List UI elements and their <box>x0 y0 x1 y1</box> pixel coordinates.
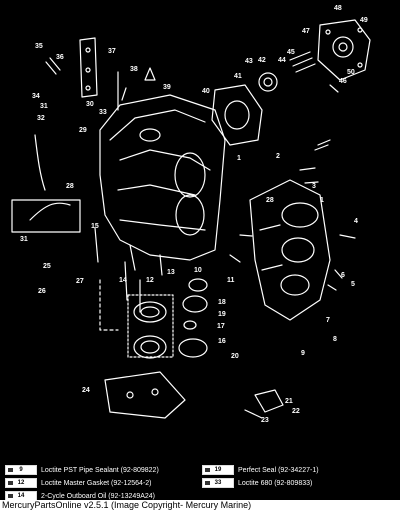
legend-item: 33 Loctite 680 (92-809833) <box>202 477 312 489</box>
callout: 48 <box>334 5 342 12</box>
callout: 7 <box>326 317 330 324</box>
tube-icon: 33 <box>202 478 234 488</box>
gasket <box>211 84 263 146</box>
tube-icon: 19 <box>202 465 234 475</box>
callout: 31 <box>20 236 28 243</box>
legend-label: Perfect Seal (92-34227-1) <box>238 466 319 474</box>
callout: 49 <box>360 17 368 24</box>
exploded-parts-diagram <box>0 0 400 460</box>
sealant-legend: 9 Loctite PST Pipe Sealant (92-809822) 1… <box>0 460 400 500</box>
callout: 29 <box>79 127 87 134</box>
base-plate <box>104 371 186 419</box>
callout: 8 <box>333 336 337 343</box>
seals <box>127 278 208 359</box>
bracket <box>79 37 98 98</box>
callout: 21 <box>285 398 293 405</box>
tube-icon: 9 <box>5 465 37 475</box>
guide-lines <box>99 279 119 331</box>
legend-label: Loctite 680 (92-809833) <box>238 479 313 487</box>
legend-item: 12 Loctite Master Gasket (92-12564-2) <box>5 477 152 489</box>
legend-label: Loctite Master Gasket (92-12564-2) <box>41 479 152 487</box>
legend-item: 14 2-Cycle Outboard Oil (92-13249A24) <box>5 490 155 500</box>
cover-plate <box>317 19 371 81</box>
callout: 1 <box>237 155 241 162</box>
callout: 6 <box>341 272 345 279</box>
callout: 3 <box>312 183 316 190</box>
callout: 13 <box>167 269 175 276</box>
sensor-wire <box>34 134 46 191</box>
legend-item: 19 Perfect Seal (92-34227-1) <box>202 464 319 476</box>
callout: 2 <box>276 153 280 160</box>
callout: 43 <box>245 58 253 65</box>
callout: 1 <box>320 197 324 204</box>
callout: 16 <box>218 338 226 345</box>
callout: 14 <box>119 277 127 284</box>
callout: 37 <box>108 48 116 55</box>
callout: 23 <box>261 417 269 424</box>
callout: 15 <box>91 223 99 230</box>
callout: 25 <box>43 263 51 270</box>
callout: 11 <box>227 277 235 284</box>
callout: 40 <box>202 88 210 95</box>
callout: 45 <box>287 49 295 56</box>
callout: 35 <box>35 43 43 50</box>
legend-item: 9 Loctite PST Pipe Sealant (92-809822) <box>5 464 159 476</box>
callout: 17 <box>217 323 225 330</box>
crankcase-block <box>99 94 226 276</box>
callout: 9 <box>301 350 305 357</box>
callout: 42 <box>258 57 266 64</box>
copyright-footer: MercuryPartsOnline v2.5.1 (Image Copyrig… <box>0 500 400 511</box>
callout: 33 <box>99 109 107 116</box>
callout: 27 <box>76 278 84 285</box>
callout: 12 <box>146 277 154 284</box>
callout: 50 <box>347 69 355 76</box>
sensor-bottom <box>244 389 284 419</box>
callout: 26 <box>38 288 46 295</box>
callout: 4 <box>354 218 358 225</box>
diagram-artwork <box>11 19 371 419</box>
callout: 22 <box>292 408 300 415</box>
callout: 34 <box>32 93 40 100</box>
callout: 47 <box>302 28 310 35</box>
callout: 31 <box>40 103 48 110</box>
callout: 28 <box>66 183 74 190</box>
callout: 46 <box>339 78 347 85</box>
callout: 18 <box>218 299 226 306</box>
callout: 5 <box>351 281 355 288</box>
callout: 39 <box>163 84 171 91</box>
callout: 38 <box>130 66 138 73</box>
callout: 24 <box>82 387 90 394</box>
callout: 30 <box>86 101 94 108</box>
callout: 10 <box>194 267 202 274</box>
callout: 32 <box>37 115 45 122</box>
legend-label: Loctite PST Pipe Sealant (92-809822) <box>41 466 159 474</box>
callout: 19 <box>218 311 226 318</box>
callout: 20 <box>231 353 239 360</box>
legend-label: 2-Cycle Outboard Oil (92-13249A24) <box>41 492 156 500</box>
cable <box>11 199 81 233</box>
cylinder-head <box>249 179 331 321</box>
tube-icon: 14 <box>5 491 37 500</box>
callout: 44 <box>278 57 286 64</box>
bolts <box>45 57 356 313</box>
tube-icon: 12 <box>5 478 37 488</box>
callout: 41 <box>234 73 242 80</box>
thermostat <box>258 51 316 92</box>
callout: 36 <box>56 54 64 61</box>
callout: 28 <box>266 197 274 204</box>
